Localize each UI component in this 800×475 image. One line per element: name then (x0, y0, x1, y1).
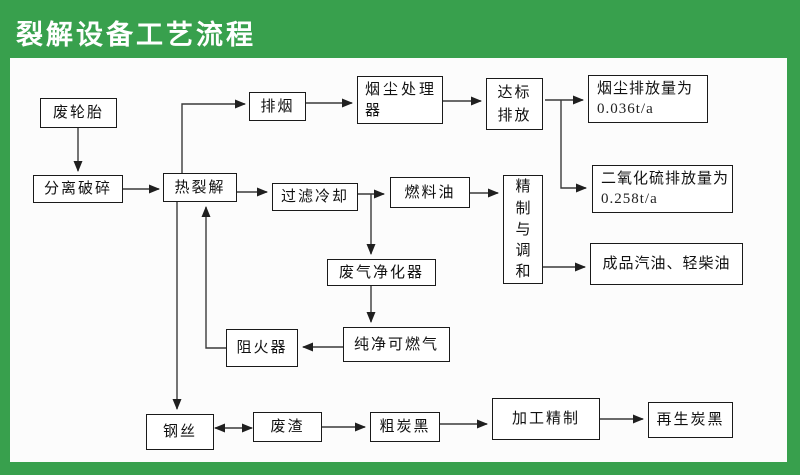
node-label-line1: 达标 (497, 84, 532, 101)
node-label: 粗炭黑 (379, 418, 431, 435)
node-label-line2: 器 (365, 102, 384, 119)
node-label: 加工精制 (511, 410, 580, 427)
node-so2-emission: 二氧化硫排放量为 0.258t/a (592, 165, 733, 213)
node-label-char3: 与 (515, 220, 531, 238)
node-label: 烟尘排放量为 (597, 80, 694, 97)
node-waste-residue: 废渣 (253, 412, 322, 442)
node-dust-processor: 烟尘处理 器 (357, 76, 443, 124)
node-label-char4: 调 (515, 242, 531, 260)
node-separate-crush: 分离破碎 (33, 175, 123, 203)
node-label-char2: 制 (515, 199, 531, 217)
node-standard-discharge: 达标 排放 (486, 78, 543, 130)
emission-value: 0.036t/a (597, 101, 654, 117)
node-label: 废气净化器 (338, 263, 424, 281)
node-label: 排烟 (260, 97, 295, 115)
node-steel-wire: 钢丝 (146, 414, 214, 450)
node-fuel-oil: 燃料油 (390, 177, 470, 208)
node-regen-carbon-black: 再生炭黑 (648, 402, 733, 438)
node-flame-arrester: 阻火器 (226, 329, 298, 367)
node-label-char5: 和 (515, 263, 531, 281)
node-label: 成品汽油、轻柴油 (602, 255, 731, 272)
node-label-char1: 精 (515, 178, 531, 196)
node-smoke-exhaust: 排烟 (249, 92, 306, 121)
node-label-line1: 烟尘处理 (365, 81, 438, 98)
node-label: 分离破碎 (43, 180, 112, 197)
node-pyrolysis: 热裂解 (163, 173, 237, 202)
node-label: 纯净可燃气 (353, 335, 439, 353)
emission-value: 0.258t/a (601, 191, 658, 207)
node-crude-carbon-black: 粗炭黑 (370, 412, 440, 442)
node-label: 燃料油 (404, 183, 456, 201)
node-waste-tire: 废轮胎 (40, 98, 117, 128)
node-gas-purifier: 废气净化器 (327, 259, 436, 286)
node-label: 再生炭黑 (656, 411, 725, 428)
node-label: 过滤冷却 (280, 188, 349, 205)
node-label: 热裂解 (174, 178, 226, 196)
node-filter-cooling: 过滤冷却 (272, 183, 358, 211)
node-label: 废渣 (270, 418, 305, 435)
node-dust-emission: 烟尘排放量为 0.036t/a (588, 75, 708, 123)
node-refine-blend: 精 制 与 调 和 (503, 175, 543, 284)
node-label: 钢丝 (162, 423, 197, 440)
node-label: 废轮胎 (52, 104, 104, 121)
node-finished-oil: 成品汽油、轻柴油 (590, 243, 743, 285)
node-label: 阻火器 (236, 339, 288, 356)
node-process-refine: 加工精制 (492, 398, 600, 440)
node-pure-gas: 纯净可燃气 (343, 327, 450, 362)
node-label-line2: 排放 (497, 107, 532, 124)
node-label: 二氧化硫排放量为 (601, 170, 730, 187)
page-title: 裂解设备工艺流程 (16, 20, 256, 50)
